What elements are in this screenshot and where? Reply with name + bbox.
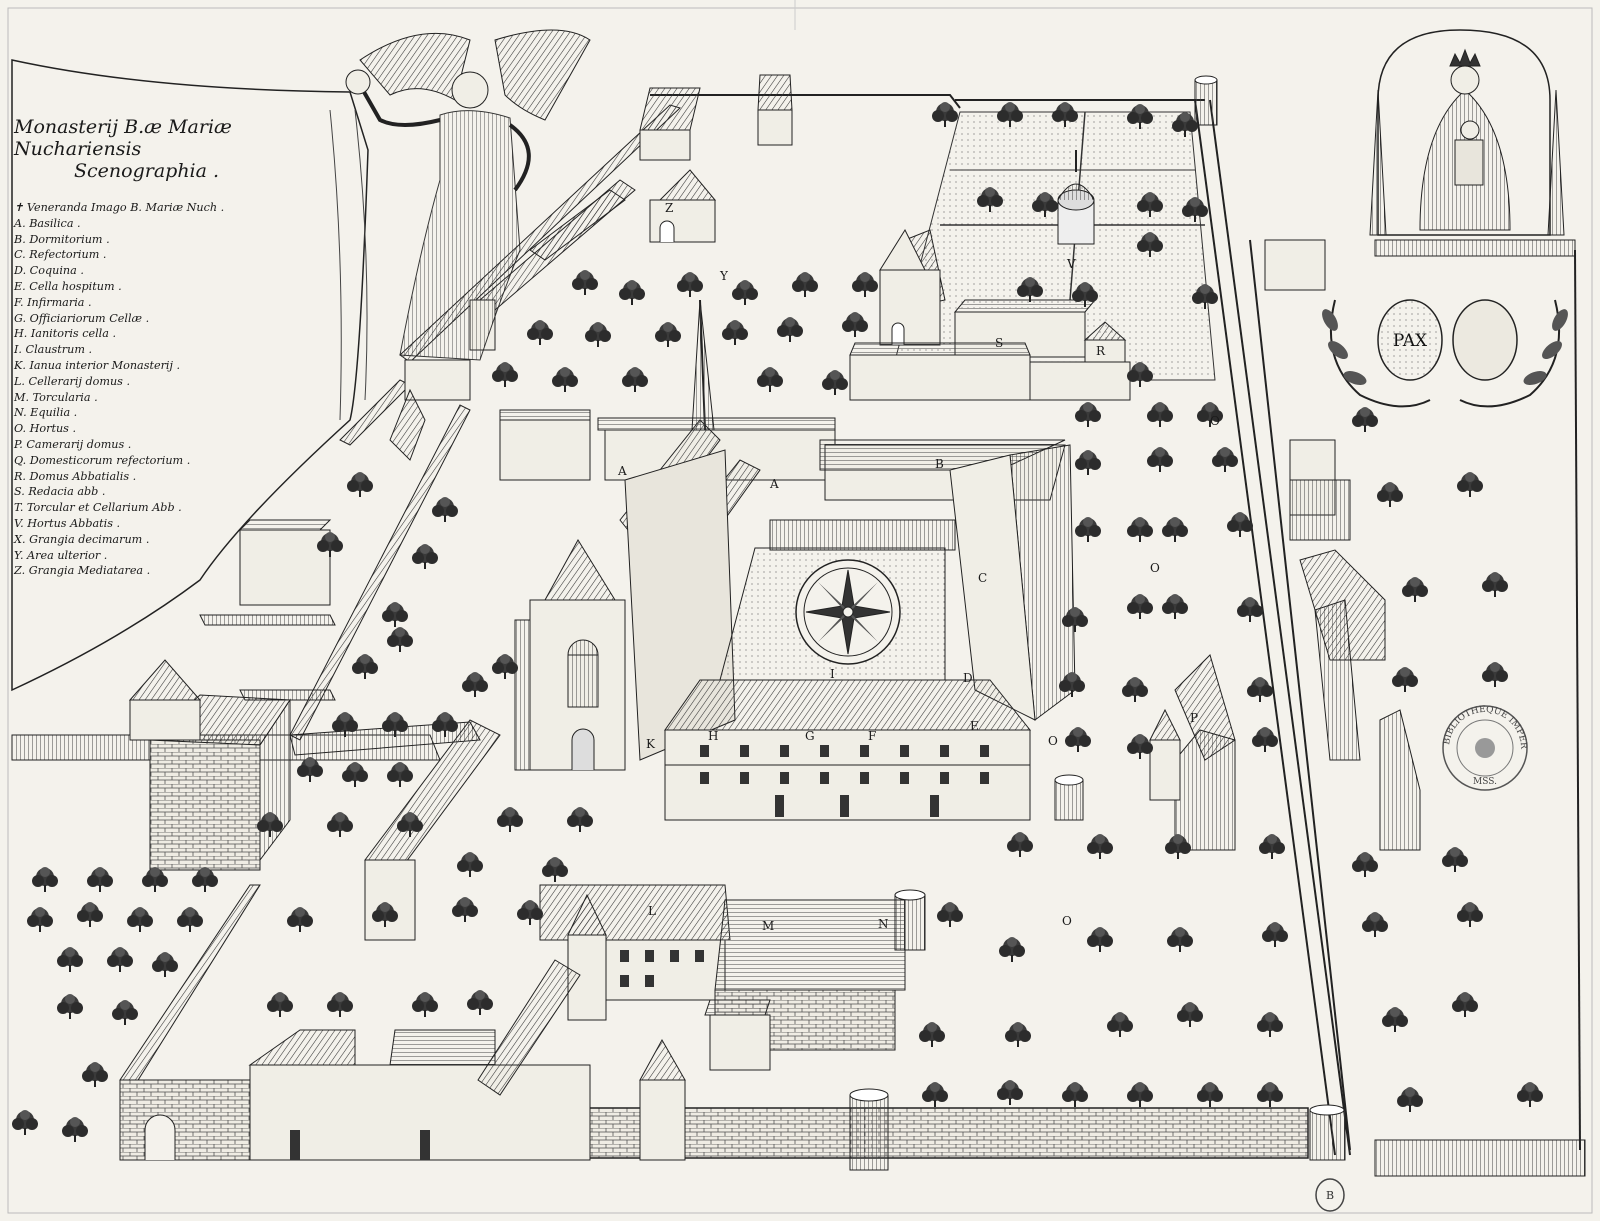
cellarer-house bbox=[539, 884, 731, 1021]
pax-emblem: PAX bbox=[1322, 299, 1568, 408]
madonna-image bbox=[1369, 29, 1565, 236]
round-tower-se bbox=[1309, 1104, 1346, 1161]
barn-x bbox=[639, 87, 701, 161]
legend-entry: A. Basilica . bbox=[14, 216, 81, 230]
legend-entry: I. Claustrum . bbox=[14, 343, 93, 357]
seal-sub: MSS. bbox=[1473, 777, 1497, 787]
legend-entry: L. Cellerarij domus . bbox=[14, 374, 131, 388]
cloister bbox=[719, 519, 956, 681]
tower-n bbox=[894, 889, 926, 951]
legend-entry: S. Redacia abb . bbox=[14, 485, 106, 499]
corner-tower-ne bbox=[1194, 75, 1218, 126]
plate-subtitle: Scenographia . bbox=[74, 160, 220, 182]
legend-entry: R. Domus Abbatialis . bbox=[14, 469, 137, 483]
pax-label: PAX bbox=[1393, 331, 1428, 351]
legend-entry: H. Ianitoris cella . bbox=[14, 327, 117, 341]
dormitory-range bbox=[819, 439, 1076, 721]
gatehouse-row bbox=[119, 959, 591, 1161]
outer-wall bbox=[650, 94, 1351, 1156]
legend-entry: M. Torcularia . bbox=[14, 390, 98, 404]
barn-top bbox=[757, 74, 793, 146]
compass-rose bbox=[795, 559, 901, 665]
basilica bbox=[597, 299, 836, 761]
garden-pavilion bbox=[1057, 150, 1095, 245]
small-stamp: B bbox=[1315, 1178, 1345, 1212]
south-range bbox=[664, 679, 1032, 821]
legend-entry: V. Hortus Abbatis . bbox=[14, 516, 121, 530]
angel-figure bbox=[11, 29, 591, 692]
tower-q bbox=[1054, 774, 1084, 821]
legend-entry: F. Infirmaria . bbox=[14, 295, 92, 309]
legend-entry: ✝ Veneranda Imago B. Mariæ Nuch . bbox=[14, 201, 225, 214]
legend-entry: Z. Grangia Mediatarea . bbox=[14, 564, 151, 578]
south-wall bbox=[477, 1107, 1309, 1159]
legend-entry: Q. Domesticorum refectorium . bbox=[14, 453, 191, 467]
legend-entry: E. Cella hospitum . bbox=[14, 279, 122, 293]
small-stamp-letter: B bbox=[1326, 1189, 1334, 1202]
legend-entry: C. Refectorium . bbox=[14, 248, 107, 262]
legend-entry: D. Coquina . bbox=[14, 264, 84, 278]
round-tower-s bbox=[849, 1088, 889, 1171]
abbot-house bbox=[849, 228, 1131, 401]
wine-presses-stables bbox=[704, 899, 906, 1071]
legend-entry: T. Torcular et Cellarium Abb . bbox=[14, 501, 182, 515]
chamberlain-house bbox=[1149, 654, 1236, 851]
legend-entry: O. Hortus . bbox=[14, 422, 77, 436]
legend-entry: Y. Area ulterior . bbox=[14, 548, 108, 562]
legend-list: ✝ Veneranda Imago B. Mariæ Nuch . A. Basi… bbox=[14, 200, 354, 579]
legend-entry: B. Dormitorium . bbox=[14, 232, 110, 246]
legend-entry: N. Equilia . bbox=[14, 406, 78, 420]
plate-title: Monasterij B.æ Mariæ Nuchariensis bbox=[14, 116, 232, 160]
legend-panel: Monasterij B.æ Mariæ Nuchariensis Scenog… bbox=[14, 116, 354, 579]
legend-entry: X. Grangia decimarum . bbox=[14, 532, 150, 546]
basilica-tower bbox=[514, 539, 626, 771]
legend-entry: P. Camerarij domus . bbox=[14, 437, 132, 451]
grange-z bbox=[649, 169, 717, 243]
legend-entry: G. Officiariorum Cellæ . bbox=[14, 311, 150, 325]
legend-entry: K. Ianua interior Monasterij . bbox=[14, 358, 181, 372]
round-tower-sw bbox=[639, 1038, 686, 1161]
west-buildings bbox=[128, 359, 591, 941]
east-buildings bbox=[1264, 239, 1421, 851]
